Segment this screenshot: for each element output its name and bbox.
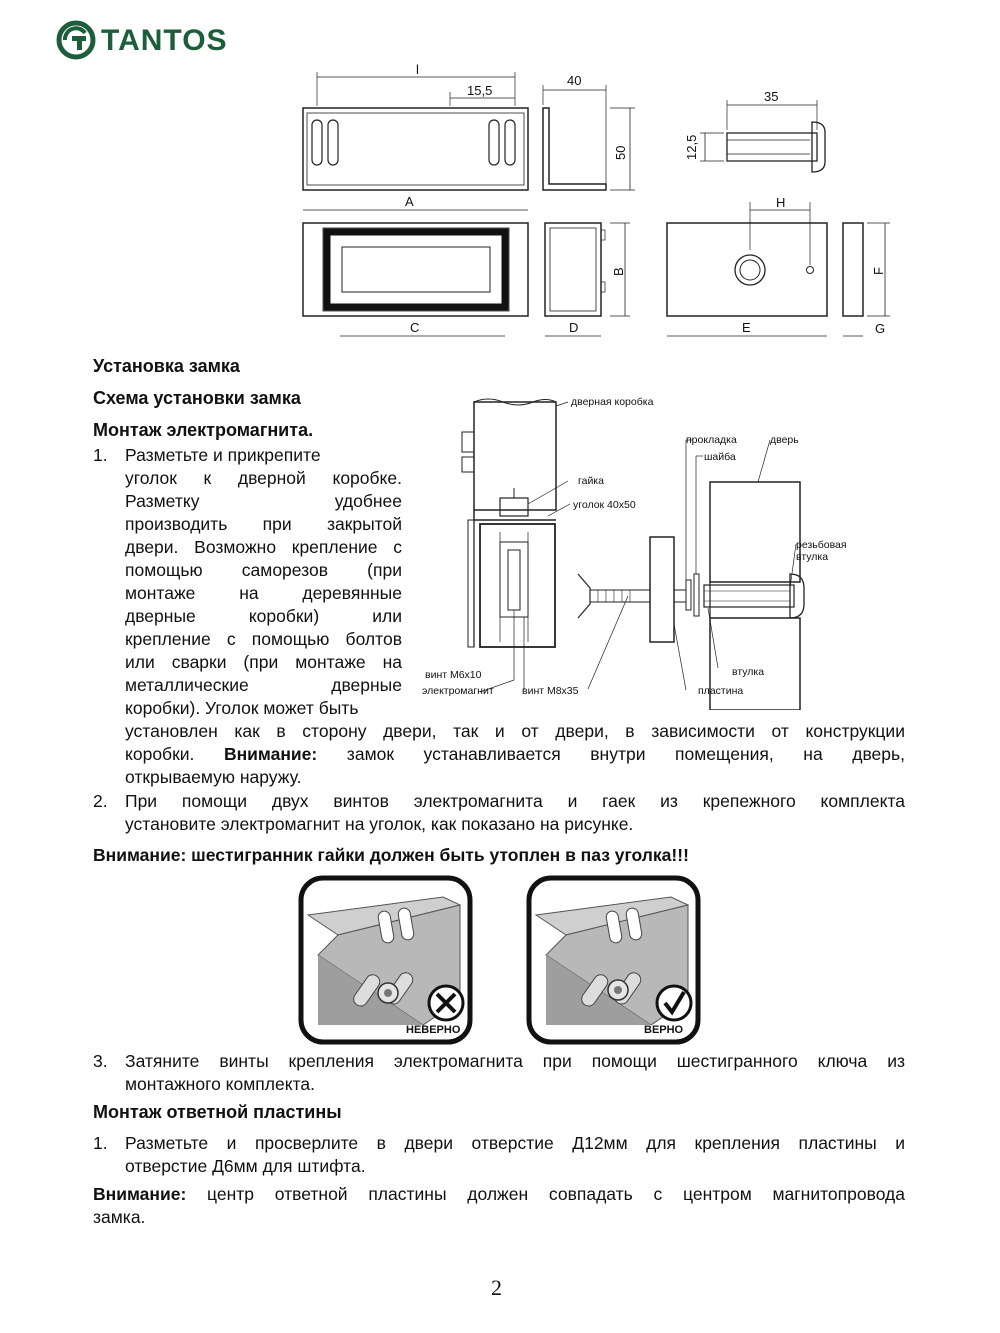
- step1-line: монтаже на деревянные: [125, 583, 402, 603]
- label-washer: шайба: [704, 451, 736, 463]
- label-bracket: уголок 40х50: [573, 499, 636, 511]
- label-gasket: прокладка: [686, 434, 737, 446]
- page-number: 2: [491, 1275, 502, 1300]
- step1-wide-line: установлен как в сторону двери, так и от…: [125, 721, 905, 741]
- wrong-label: НЕВЕРНО: [406, 1024, 461, 1036]
- heading-mount-magnet: Монтаж электромагнита.: [93, 420, 314, 440]
- dim-label-e: E: [742, 320, 751, 335]
- step-number: 3.: [93, 1051, 108, 1071]
- step3-line1: Затяните винты крепления электромагнита …: [125, 1051, 905, 1071]
- step2-line1: При помощи двух винтов электромагнита и …: [125, 791, 905, 811]
- label-screw-m8: винт М8х35: [522, 685, 579, 697]
- label-plate: пластина: [698, 685, 743, 697]
- check-icon: [655, 984, 693, 1022]
- plate-step1-line2: отверстие Д6мм для штифта.: [125, 1156, 366, 1176]
- dim-label-b: B: [611, 267, 626, 276]
- warning-label: Внимание:: [223, 744, 318, 764]
- dim-label-h: H: [776, 195, 785, 210]
- right-label: ВЕРНО: [644, 1024, 684, 1036]
- warning-label: Внимание:: [93, 1184, 187, 1204]
- step1-line: помощью саморезов (при: [125, 560, 402, 580]
- dim-label-15-5: 15,5: [467, 83, 492, 98]
- dim-label-c: C: [410, 320, 419, 335]
- hex-warning: Внимание: шестигранник гайки должен быть…: [93, 845, 689, 865]
- label-electromagnet: электромагнит: [422, 685, 494, 697]
- heading-mount-plate: Монтаж ответной пластины: [93, 1102, 342, 1122]
- label-door: дверь: [770, 434, 799, 446]
- step1-line: или сварки (при монтаже на: [125, 652, 402, 672]
- dim-label-g: G: [875, 321, 885, 336]
- step1-line: коробки). Уголок может быть: [125, 698, 359, 718]
- label-nut: гайка: [578, 475, 604, 487]
- step1-line: крепление с помощью болтов: [125, 629, 402, 649]
- step-number: 1.: [93, 445, 108, 465]
- label-door-frame: дверная коробка: [571, 396, 654, 408]
- step1-line: уголок к дверной коробке.: [125, 468, 402, 488]
- installation-diagram: дверная коробка гайка уголок 40х50 прокл…: [422, 396, 847, 710]
- dimension-drawings: l 15,5 40 50 35 12,5 A B C D E F G H: [302, 62, 890, 337]
- tantos-logo-icon: [56, 20, 96, 60]
- dim-label-35: 35: [764, 89, 778, 104]
- step1-line: Разметку удобнее: [125, 491, 402, 511]
- wrong-install-image: НЕВЕРНО: [298, 875, 473, 1045]
- brand-name: TANTOS: [101, 24, 228, 57]
- dim-label-a: A: [405, 194, 414, 209]
- step2-line2: установите электромагнит на уголок, как …: [125, 814, 634, 834]
- step1-line: металлические дверные: [125, 675, 402, 695]
- step1-line: Разметьте и прикрепите: [125, 445, 321, 465]
- brand-logo: TANTOS: [55, 18, 285, 62]
- label-screw-m6: винт М6х10: [425, 669, 482, 681]
- dim-label-f: F: [871, 267, 886, 275]
- step1-last-line: открываемую наружу.: [125, 767, 302, 787]
- plate-step1-line1: Разметьте и просверлите в двери отверсти…: [125, 1133, 905, 1153]
- plate-warning-line1: Внимание: центр ответной пластины должен…: [93, 1184, 905, 1204]
- right-install-image: ВЕРНО: [526, 875, 701, 1045]
- plate-warning-line2: замка.: [93, 1207, 146, 1227]
- step1-line: дверные коробки) или: [125, 606, 402, 626]
- dim-label-l: l: [416, 62, 419, 77]
- label-sleeve: втулка: [732, 666, 764, 678]
- label-threaded-sleeve-2: втулка: [796, 551, 828, 563]
- step1-narrow-text: Разметьте и прикрепите уголок к дверной …: [125, 444, 402, 720]
- dim-label-d: D: [569, 320, 578, 335]
- step-number: 1.: [93, 1133, 108, 1153]
- heading-install: Установка замка: [93, 356, 240, 376]
- dim-label-12-5: 12,5: [684, 135, 699, 160]
- step1-line: производить при закрытой: [125, 514, 402, 534]
- dim-label-50: 50: [613, 146, 628, 160]
- step-number: 2.: [93, 791, 108, 811]
- dim-label-40: 40: [567, 73, 581, 88]
- step1-warning-line: коробки. Внимание: замок устанавливается…: [125, 744, 906, 764]
- step3-line2: монтажного комплекта.: [125, 1074, 315, 1094]
- heading-scheme: Схема установки замка: [93, 388, 301, 408]
- step1-line: двери. Возможно крепление с: [125, 537, 402, 557]
- label-threaded-sleeve-1: резьбовая: [796, 539, 847, 551]
